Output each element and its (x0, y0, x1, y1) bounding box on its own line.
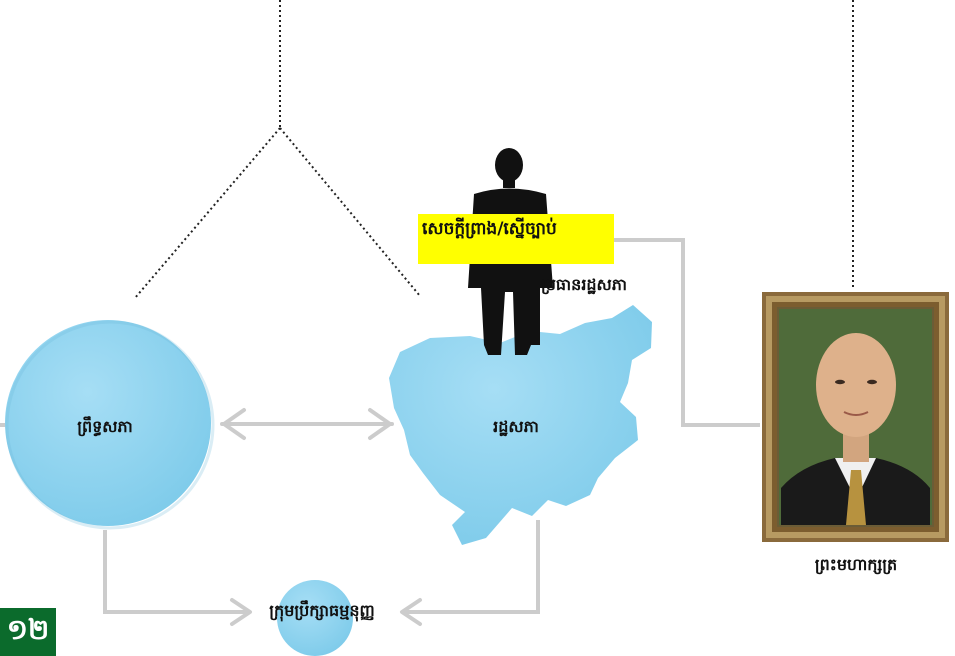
council-arrows (230, 598, 422, 626)
cambodia-map-icon (389, 305, 652, 545)
connector-assembly-king (600, 238, 760, 427)
senate-label: ព្រឹទ្ធសភា (77, 417, 133, 436)
connector-senate-council (103, 530, 250, 614)
assembly-president-label: ប្រធានរដ្ឋសភា (541, 275, 628, 294)
constitutional-council-label: ក្រុមប្រឹក្សាធម្មនុញ្ញ (269, 601, 375, 620)
dotted-line-left (134, 127, 281, 299)
double-arrow (220, 408, 394, 440)
connectors (0, 238, 760, 614)
draft-law-label: សេចក្តីព្រាង/ស្នើច្បាប់ (422, 219, 557, 239)
dotted-lines (134, 0, 854, 299)
connector-assembly-council (402, 520, 540, 614)
portrait-icon (762, 292, 949, 542)
council-circle (277, 580, 353, 656)
national-assembly-label: រដ្ឋសភា (493, 417, 539, 436)
draft-law-highlight: សេចក្តីព្រាង/ស្នើច្បាប់ (418, 214, 614, 264)
dotted-line-right (279, 127, 421, 297)
page-number-badge: ១២ (0, 608, 56, 656)
king-label: ព្រះមហាក្សត្រ (814, 555, 898, 574)
senate-circle (5, 320, 211, 526)
